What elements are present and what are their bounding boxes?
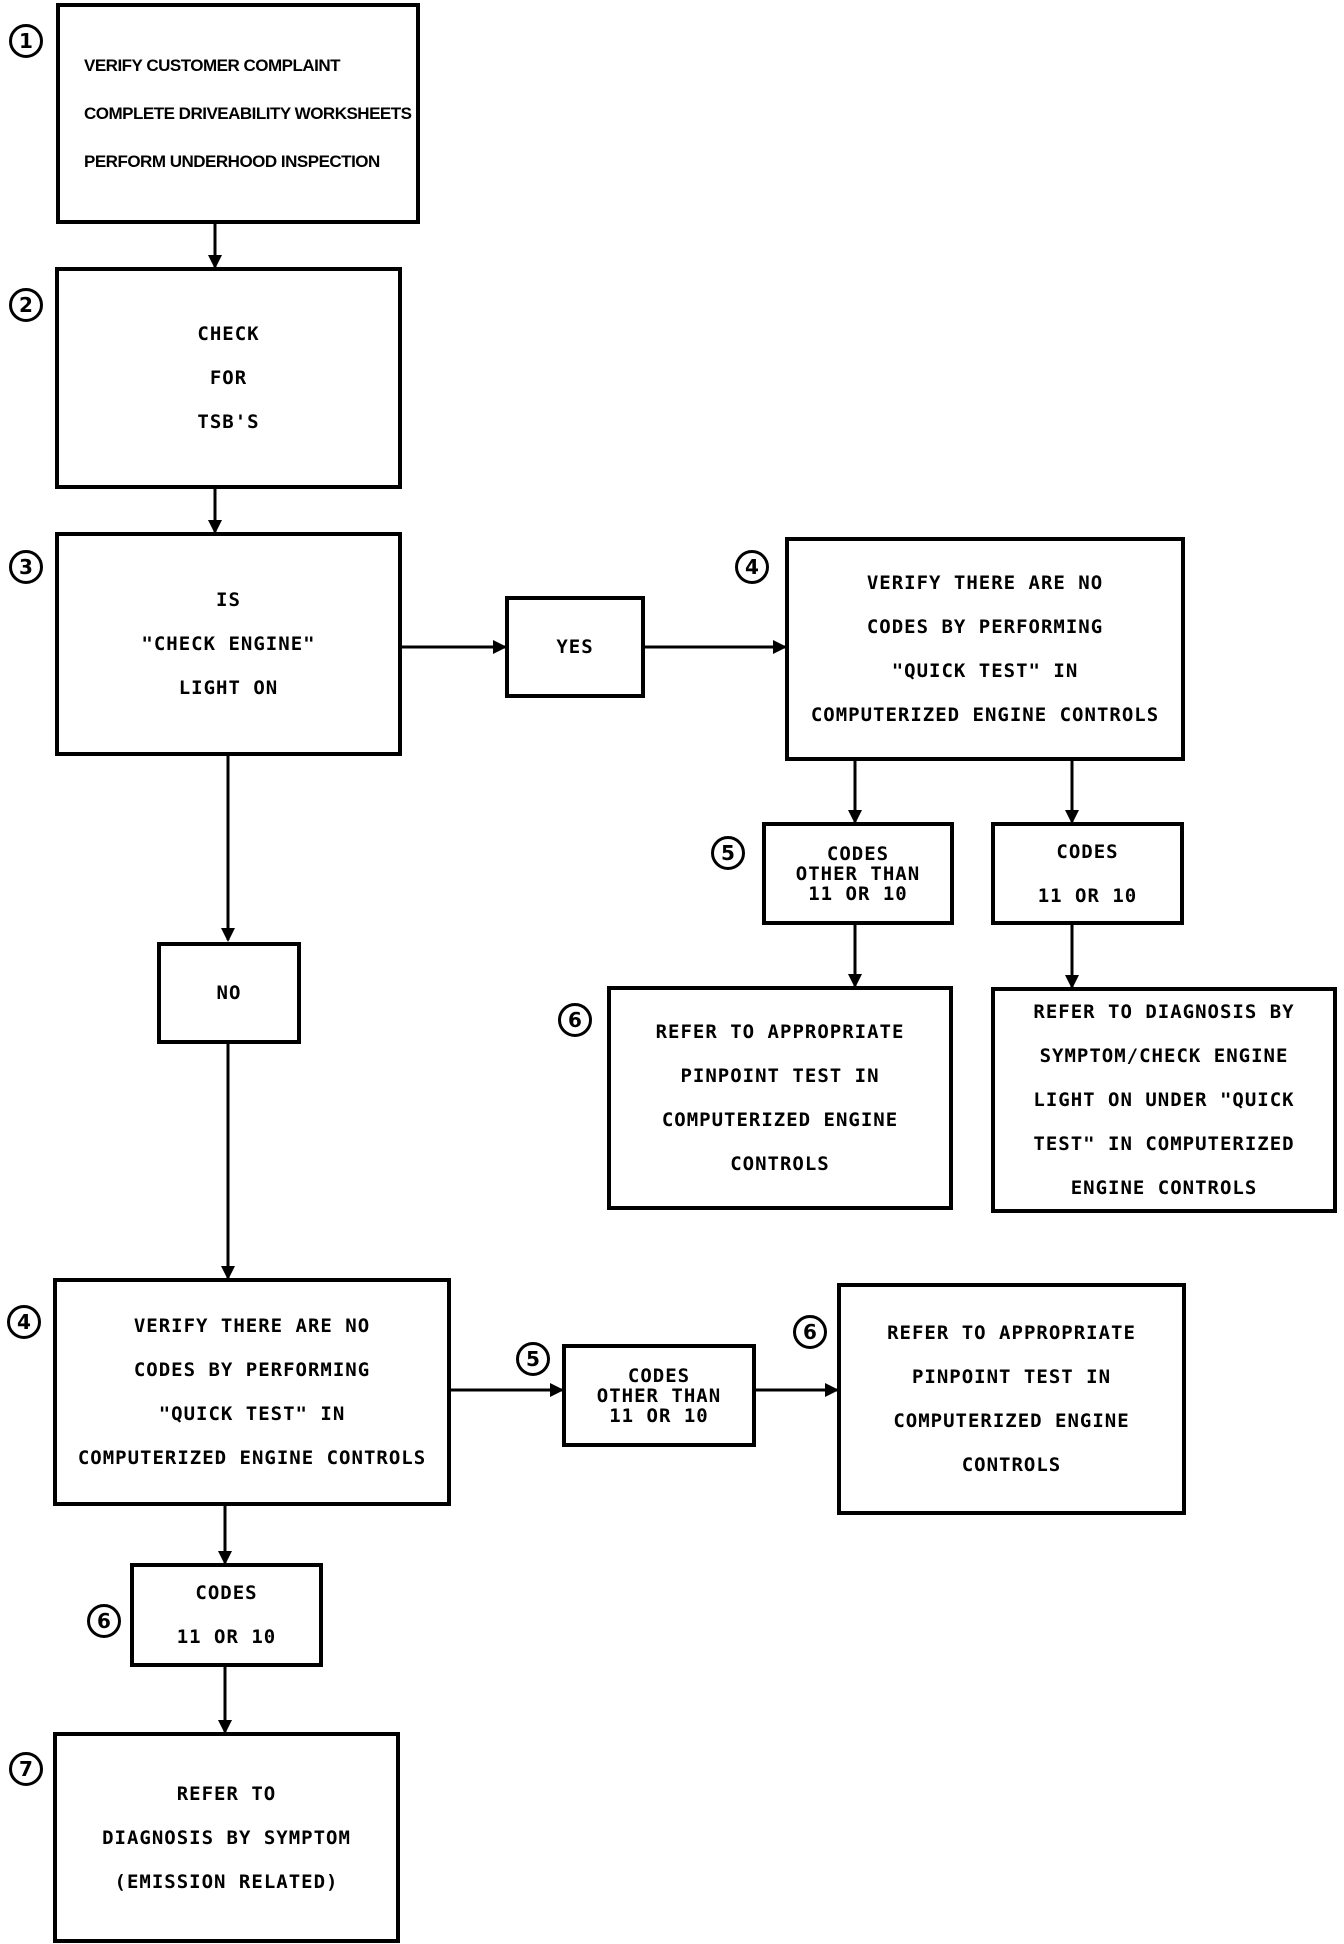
box-line: CONTROLS — [961, 1454, 1062, 1476]
quick-test-yes-box: VERIFY THERE ARE NO CODES BY PERFORMING … — [785, 537, 1185, 761]
no-box: NO — [157, 942, 301, 1044]
box-line: CODES — [627, 1364, 691, 1387]
box-line: PINPOINT TEST IN — [680, 1065, 880, 1087]
pinpoint-test-no-box: REFER TO APPROPRIATE PINPOINT TEST IN CO… — [837, 1283, 1186, 1515]
box-line: COMPUTERIZED ENGINE CONTROLS — [77, 1447, 427, 1469]
box-line: TSB'S — [197, 411, 260, 433]
box-line: REFER TO DIAGNOSIS BY — [1033, 1001, 1295, 1023]
box-line: VERIFY CUSTOMER COMPLAINT — [84, 55, 341, 75]
check-engine-light-box: IS "CHECK ENGINE" LIGHT ON — [55, 532, 402, 756]
codes-11-no-box: CODES 11 OR 10 — [130, 1563, 323, 1667]
box-line: IS — [216, 589, 241, 611]
step-marker-6-codes: 6 — [87, 1604, 121, 1638]
step-marker-6-no: 6 — [793, 1315, 827, 1349]
symptom-emission-box: REFER TO DIAGNOSIS BY SYMPTOM (EMISSION … — [53, 1732, 400, 1943]
step-marker-4-no: 4 — [7, 1305, 41, 1339]
yes-box: YES — [505, 596, 645, 698]
box-line: ENGINE CONTROLS — [1070, 1177, 1258, 1199]
box-line: SYMPTOM/CHECK ENGINE — [1039, 1045, 1289, 1067]
box-line: 11 OR 10 — [808, 882, 908, 905]
box-line: OTHER THAN — [596, 1384, 722, 1407]
codes-other-no-box: CODES OTHER THAN 11 OR 10 — [562, 1344, 756, 1447]
step-marker-2: 2 — [9, 288, 43, 322]
box-line: (EMISSION RELATED) — [114, 1870, 339, 1893]
box-line: 11 OR 10 — [609, 1404, 709, 1427]
verify-complaint-box: VERIFY CUSTOMER COMPLAINT COMPLETE DRIVE… — [56, 3, 420, 224]
box-line: "QUICK TEST" IN — [891, 660, 1079, 682]
pinpoint-test-yes-box: REFER TO APPROPRIATE PINPOINT TEST IN CO… — [607, 986, 953, 1210]
step-marker-3: 3 — [9, 550, 43, 584]
step-marker-5-yes: 5 — [711, 836, 745, 870]
box-line: CODES — [195, 1582, 258, 1604]
step-marker-7: 7 — [9, 1752, 43, 1786]
step-marker-4-yes: 4 — [735, 550, 769, 584]
box-line: PINPOINT TEST IN — [911, 1366, 1112, 1388]
step-marker-1: 1 — [9, 24, 43, 58]
box-line: CHECK — [197, 323, 260, 345]
box-line: COMPUTERIZED ENGINE — [893, 1410, 1130, 1432]
box-line: VERIFY THERE ARE NO — [866, 572, 1104, 594]
symptom-check-engine-box: REFER TO DIAGNOSIS BY SYMPTOM/CHECK ENGI… — [991, 987, 1337, 1213]
codes-other-yes-box: CODES OTHER THAN 11 OR 10 — [762, 822, 954, 925]
check-tsb-box: CHECK FOR TSB'S — [55, 267, 402, 489]
box-line: COMPUTERIZED ENGINE CONTROLS — [810, 704, 1160, 726]
box-line: CODES — [1056, 840, 1119, 863]
box-line: COMPLETE DRIVEABILITY WORKSHEETS — [84, 103, 412, 123]
box-line: 11 OR 10 — [176, 1626, 277, 1648]
box-line: YES — [556, 636, 594, 658]
box-line: DIAGNOSIS BY SYMPTOM — [102, 1826, 351, 1849]
box-line: CODES BY PERFORMING — [866, 616, 1104, 638]
box-line: FOR — [209, 367, 248, 389]
box-line: COMPUTERIZED ENGINE — [661, 1109, 899, 1131]
quick-test-no-box: VERIFY THERE ARE NO CODES BY PERFORMING … — [53, 1278, 451, 1506]
box-line: REFER TO APPROPRIATE — [887, 1322, 1136, 1344]
codes-11-yes-box: CODES 11 OR 10 — [991, 822, 1184, 925]
box-line: TEST" IN COMPUTERIZED — [1033, 1133, 1295, 1155]
step-marker-6-yes: 6 — [558, 1003, 592, 1037]
box-line: 11 OR 10 — [1037, 884, 1138, 907]
box-line: REFER TO — [176, 1782, 277, 1805]
box-line: LIGHT ON UNDER "QUICK — [1033, 1089, 1295, 1111]
box-line: "CHECK ENGINE" — [141, 633, 316, 655]
box-line: REFER TO APPROPRIATE — [655, 1021, 905, 1043]
box-line: LIGHT ON — [178, 677, 279, 699]
box-line: CODES — [826, 842, 890, 865]
box-line: "QUICK TEST" IN — [158, 1403, 346, 1425]
box-line: OTHER THAN — [795, 862, 921, 885]
box-line: CODES BY PERFORMING — [133, 1359, 371, 1381]
box-line: CONTROLS — [730, 1153, 830, 1175]
box-line: NO — [216, 982, 242, 1004]
box-line: VERIFY THERE ARE NO — [133, 1315, 371, 1337]
step-marker-5-no: 5 — [516, 1342, 550, 1376]
box-line: PERFORM UNDERHOOD INSPECTION — [84, 151, 380, 171]
